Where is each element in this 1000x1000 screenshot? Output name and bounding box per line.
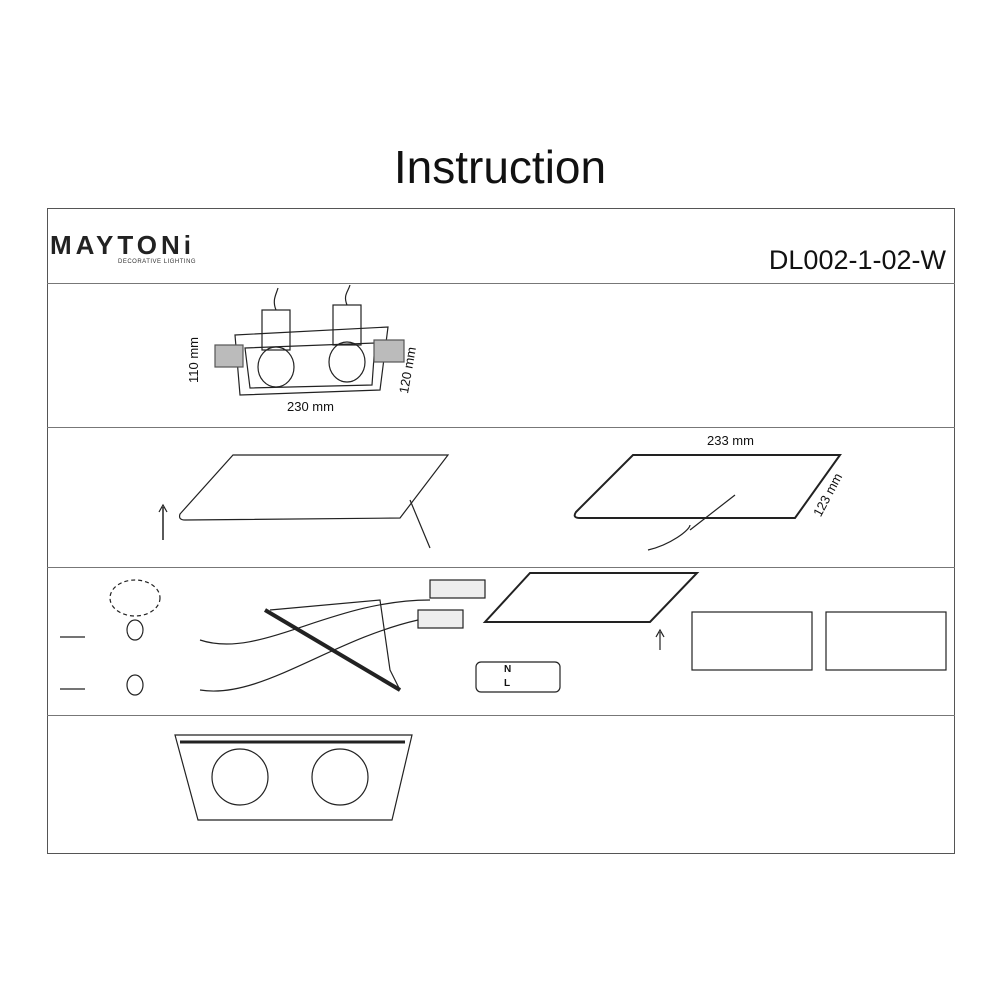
template-marking-drawing	[158, 454, 450, 549]
cut-width-label: 233 mm	[707, 433, 754, 448]
divider	[47, 427, 955, 428]
brand-tagline: DECORATIVE LIGHTING	[118, 259, 197, 265]
instruction-frame	[47, 208, 955, 854]
installed-fixture-drawing	[174, 734, 413, 821]
divider	[47, 283, 955, 284]
width-label: 230 mm	[287, 399, 334, 414]
terminal-l-label: L	[504, 678, 511, 689]
divider	[47, 715, 955, 716]
brand-logo: MAYTONi	[50, 230, 196, 260]
fixture-drawing	[214, 284, 405, 396]
terminal-n-label: N	[504, 664, 512, 675]
template-cutting-drawing	[573, 454, 842, 551]
model-number: DL002-1-02-W	[768, 245, 946, 275]
page-title: Instruction	[393, 141, 607, 193]
divider	[47, 567, 955, 568]
height-label: 110 mm	[186, 337, 201, 383]
wiring-drawing	[60, 572, 947, 696]
